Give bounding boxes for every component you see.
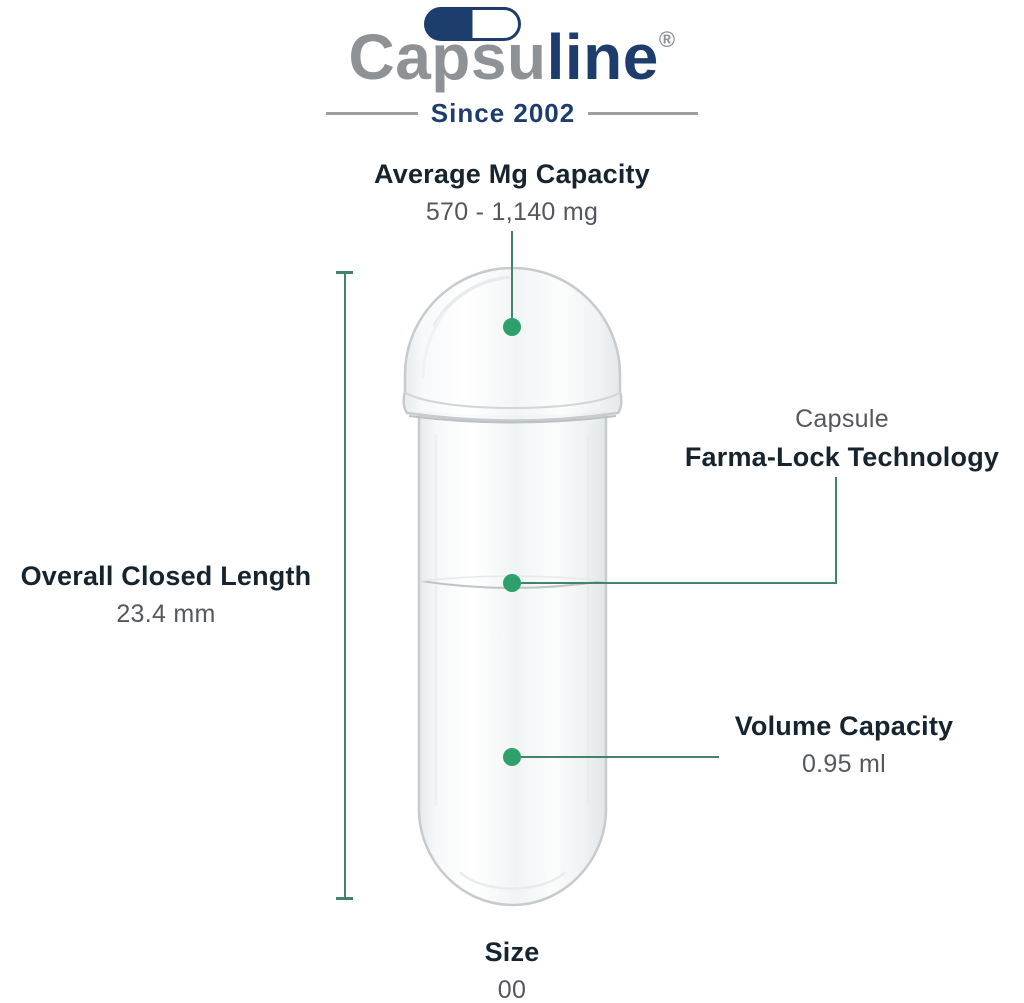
- brand-name: Capsuline®: [0, 21, 1024, 93]
- marker-dot-volume-capacity: [503, 748, 521, 766]
- registered-mark-icon: ®: [658, 27, 676, 52]
- marker-dot-farma-lock: [503, 574, 521, 592]
- callout-size: Size 00: [0, 936, 1024, 1003]
- brand-name-part1: Capsu: [348, 21, 547, 93]
- marker-dot-avg-capacity: [503, 318, 521, 336]
- measurement-end-cap-top: [336, 271, 353, 274]
- capsule-lock-ring: [403, 391, 622, 410]
- size-value: 00: [497, 976, 527, 1003]
- closed-length-title: Overall Closed Length: [20, 561, 312, 591]
- avg-capacity-value: 570 - 1,140 mg: [425, 198, 599, 227]
- leader-line-farma-lock-horizontal: [521, 582, 837, 584]
- closed-length-value: 23.4 mm: [116, 600, 216, 629]
- callout-volume-capacity: Volume Capacity 0.95 ml: [668, 710, 1020, 779]
- capsule-cap: [402, 266, 623, 422]
- measurement-line-overall-length: [344, 272, 346, 899]
- capsule-pill-icon: [424, 7, 521, 41]
- capsule-body: [417, 410, 608, 907]
- callout-closed-length: Overall Closed Length 23.4 mm: [0, 560, 332, 629]
- volume-capacity-value: 0.95 ml: [801, 750, 887, 779]
- avg-capacity-title: Average Mg Capacity: [374, 159, 650, 189]
- leader-line-farma-lock-vertical: [835, 477, 837, 583]
- brand-tagline-row: Since 2002: [0, 98, 1024, 129]
- measurement-end-cap-bottom: [336, 897, 353, 900]
- size-title: Size: [484, 937, 540, 967]
- leader-line-avg-capacity: [511, 231, 513, 319]
- capsule-illustration: [392, 260, 632, 916]
- tagline-left-rule: [325, 112, 418, 115]
- callout-avg-capacity: Average Mg Capacity 570 - 1,140 mg: [0, 158, 1024, 227]
- leader-line-volume-capacity: [521, 756, 719, 758]
- farma-lock-title: Farma-Lock Technology: [684, 442, 1000, 472]
- volume-capacity-title: Volume Capacity: [734, 711, 954, 741]
- callout-farma-lock: Capsule Farma-Lock Technology: [664, 404, 1020, 473]
- brand-name-part2: line: [546, 21, 659, 93]
- brand-tagline: Since 2002: [430, 98, 576, 128]
- tagline-right-rule: [588, 112, 699, 115]
- farma-lock-prefix: Capsule: [795, 405, 889, 433]
